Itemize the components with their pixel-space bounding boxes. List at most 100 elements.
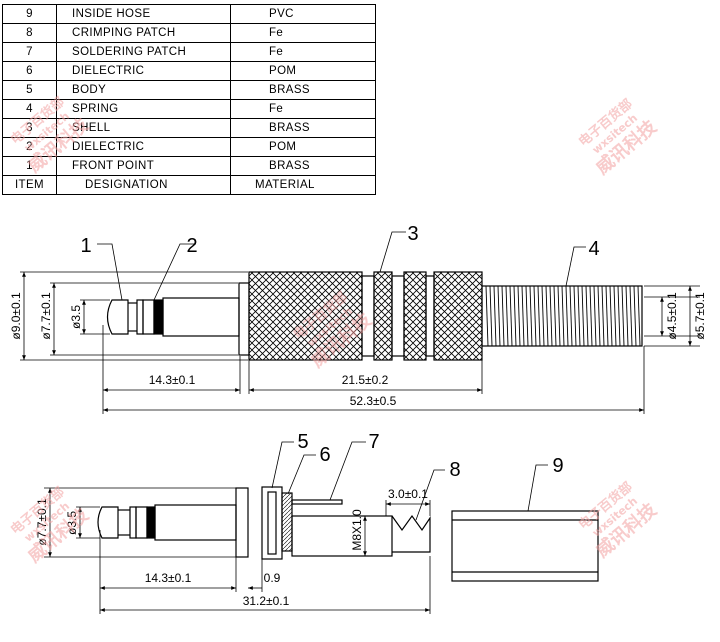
callout-8: 8 <box>449 459 460 481</box>
spring-coil <box>593 285 597 347</box>
knurled-ring <box>373 271 393 361</box>
spring-coil <box>521 285 525 347</box>
knurled-shell-rear <box>433 271 483 361</box>
bom-material: Fe <box>230 42 376 62</box>
dim-dia-5-7: ø5.7±0.1 <box>693 292 707 340</box>
callout-1: 1 <box>80 235 91 257</box>
front-point <box>97 506 119 539</box>
spring-coil <box>557 285 561 347</box>
front-point <box>106 299 129 335</box>
spring-coil <box>617 285 621 347</box>
dim-len-21-5: 21.5±0.2 <box>342 373 389 387</box>
watermark-logo: 威讯科技 wxsitech 电子百货部 <box>576 479 662 562</box>
knurled-shell <box>248 271 363 361</box>
callout-2: 2 <box>186 235 197 257</box>
bom-header-item: ITEM <box>2 175 57 195</box>
watermark-logo: 威讯科技 wxsitech 电子百货部 <box>8 94 94 177</box>
flange <box>235 487 249 558</box>
spring-coil <box>545 285 549 347</box>
spring-coil <box>525 285 529 347</box>
callout-5: 5 <box>297 431 308 453</box>
spring-coil <box>541 285 545 347</box>
spring-coil <box>549 285 553 347</box>
spring-coil <box>533 285 537 347</box>
spring-coil <box>573 285 577 347</box>
spring-coil <box>513 285 517 347</box>
callout-3: 3 <box>407 223 418 245</box>
callout-6: 6 <box>319 444 330 466</box>
spring-coil <box>605 285 609 347</box>
inside-hose <box>451 510 599 582</box>
spring-coil <box>553 285 557 347</box>
bom-designation: SPRING <box>56 99 231 119</box>
spring-coil <box>497 285 501 347</box>
spring-coil <box>581 285 585 347</box>
top-view-labels: ø9.0±0.1 ø7.7±0.1 ø3.5 ø4.5±0.1 ø5.7±0.1… <box>9 223 707 408</box>
spring-coil <box>529 285 533 347</box>
spring-coil <box>625 285 629 347</box>
bom-header-material: MATERIAL <box>230 175 376 195</box>
spring-coil <box>577 285 581 347</box>
spring-coil <box>517 285 521 347</box>
dim-dia-9: ø9.0±0.1 <box>9 292 23 340</box>
soldering-patch <box>291 499 343 505</box>
spring-coil <box>493 285 497 347</box>
spring-coil <box>609 285 613 347</box>
dim-len-14-3: 14.3±0.1 <box>145 571 192 585</box>
spring-coil <box>489 285 493 347</box>
spring-coil <box>613 285 617 347</box>
spring-coil <box>485 285 489 347</box>
dim-len-31-2: 31.2±0.1 <box>243 594 290 608</box>
dim-dia-3-5: ø3.5 <box>69 305 83 329</box>
dielectric-ring <box>153 299 164 335</box>
dim-dia-4-5: ø4.5±0.1 <box>665 292 679 340</box>
dim-thread-m8: M8X1.0 <box>350 509 364 551</box>
flange <box>238 282 250 356</box>
body <box>261 486 283 560</box>
threaded-tail <box>291 515 393 557</box>
dim-dia-7-7: ø7.7±0.1 <box>35 498 49 546</box>
dim-gap-3-0: 3.0±0.1 <box>388 487 428 501</box>
spring-coil <box>501 285 505 347</box>
top-view-plug <box>106 271 643 361</box>
bottom-view-plug <box>97 486 599 582</box>
spring-coil <box>597 285 601 347</box>
crimping-patch <box>391 514 431 553</box>
knurled-ring <box>403 271 427 361</box>
spring-coil <box>589 285 593 347</box>
dim-len-52-3: 52.3±0.5 <box>350 394 397 408</box>
spring-coil <box>569 285 573 347</box>
dim-len-14-3: 14.3±0.1 <box>149 373 196 387</box>
bom-designation: FRONT POINT <box>56 156 231 176</box>
watermark-logo: 威讯科技 wxsitech 电子百货部 <box>576 96 662 179</box>
callout-4: 4 <box>588 238 599 260</box>
dielectric-insert <box>281 492 293 552</box>
spring-coil <box>561 285 565 347</box>
callout-7: 7 <box>368 431 379 453</box>
dielectric-ring <box>146 506 156 539</box>
dim-dia-7-7: ø7.7±0.1 <box>39 292 53 340</box>
sleeve <box>162 297 240 337</box>
bom-designation: SHELL <box>56 118 231 138</box>
bottom-view-labels: ø7.7±0.1 ø3.5 M8X1.0 3.0±0.1 14.3±0.1 0.… <box>35 431 564 608</box>
callout-9: 9 <box>552 455 563 477</box>
dim-dia-3-5: ø3.5 <box>65 511 79 535</box>
spring-coil <box>629 285 633 347</box>
spring-coil <box>621 285 625 347</box>
sleeve <box>154 504 237 541</box>
spring-coil <box>509 285 513 347</box>
bom-material: BRASS <box>230 156 376 176</box>
watermark-logo: 威讯科技 wxsitech 电子百货部 <box>8 484 94 567</box>
bom-designation: CRIMPING PATCH <box>56 23 231 43</box>
spring-coil <box>637 285 641 347</box>
